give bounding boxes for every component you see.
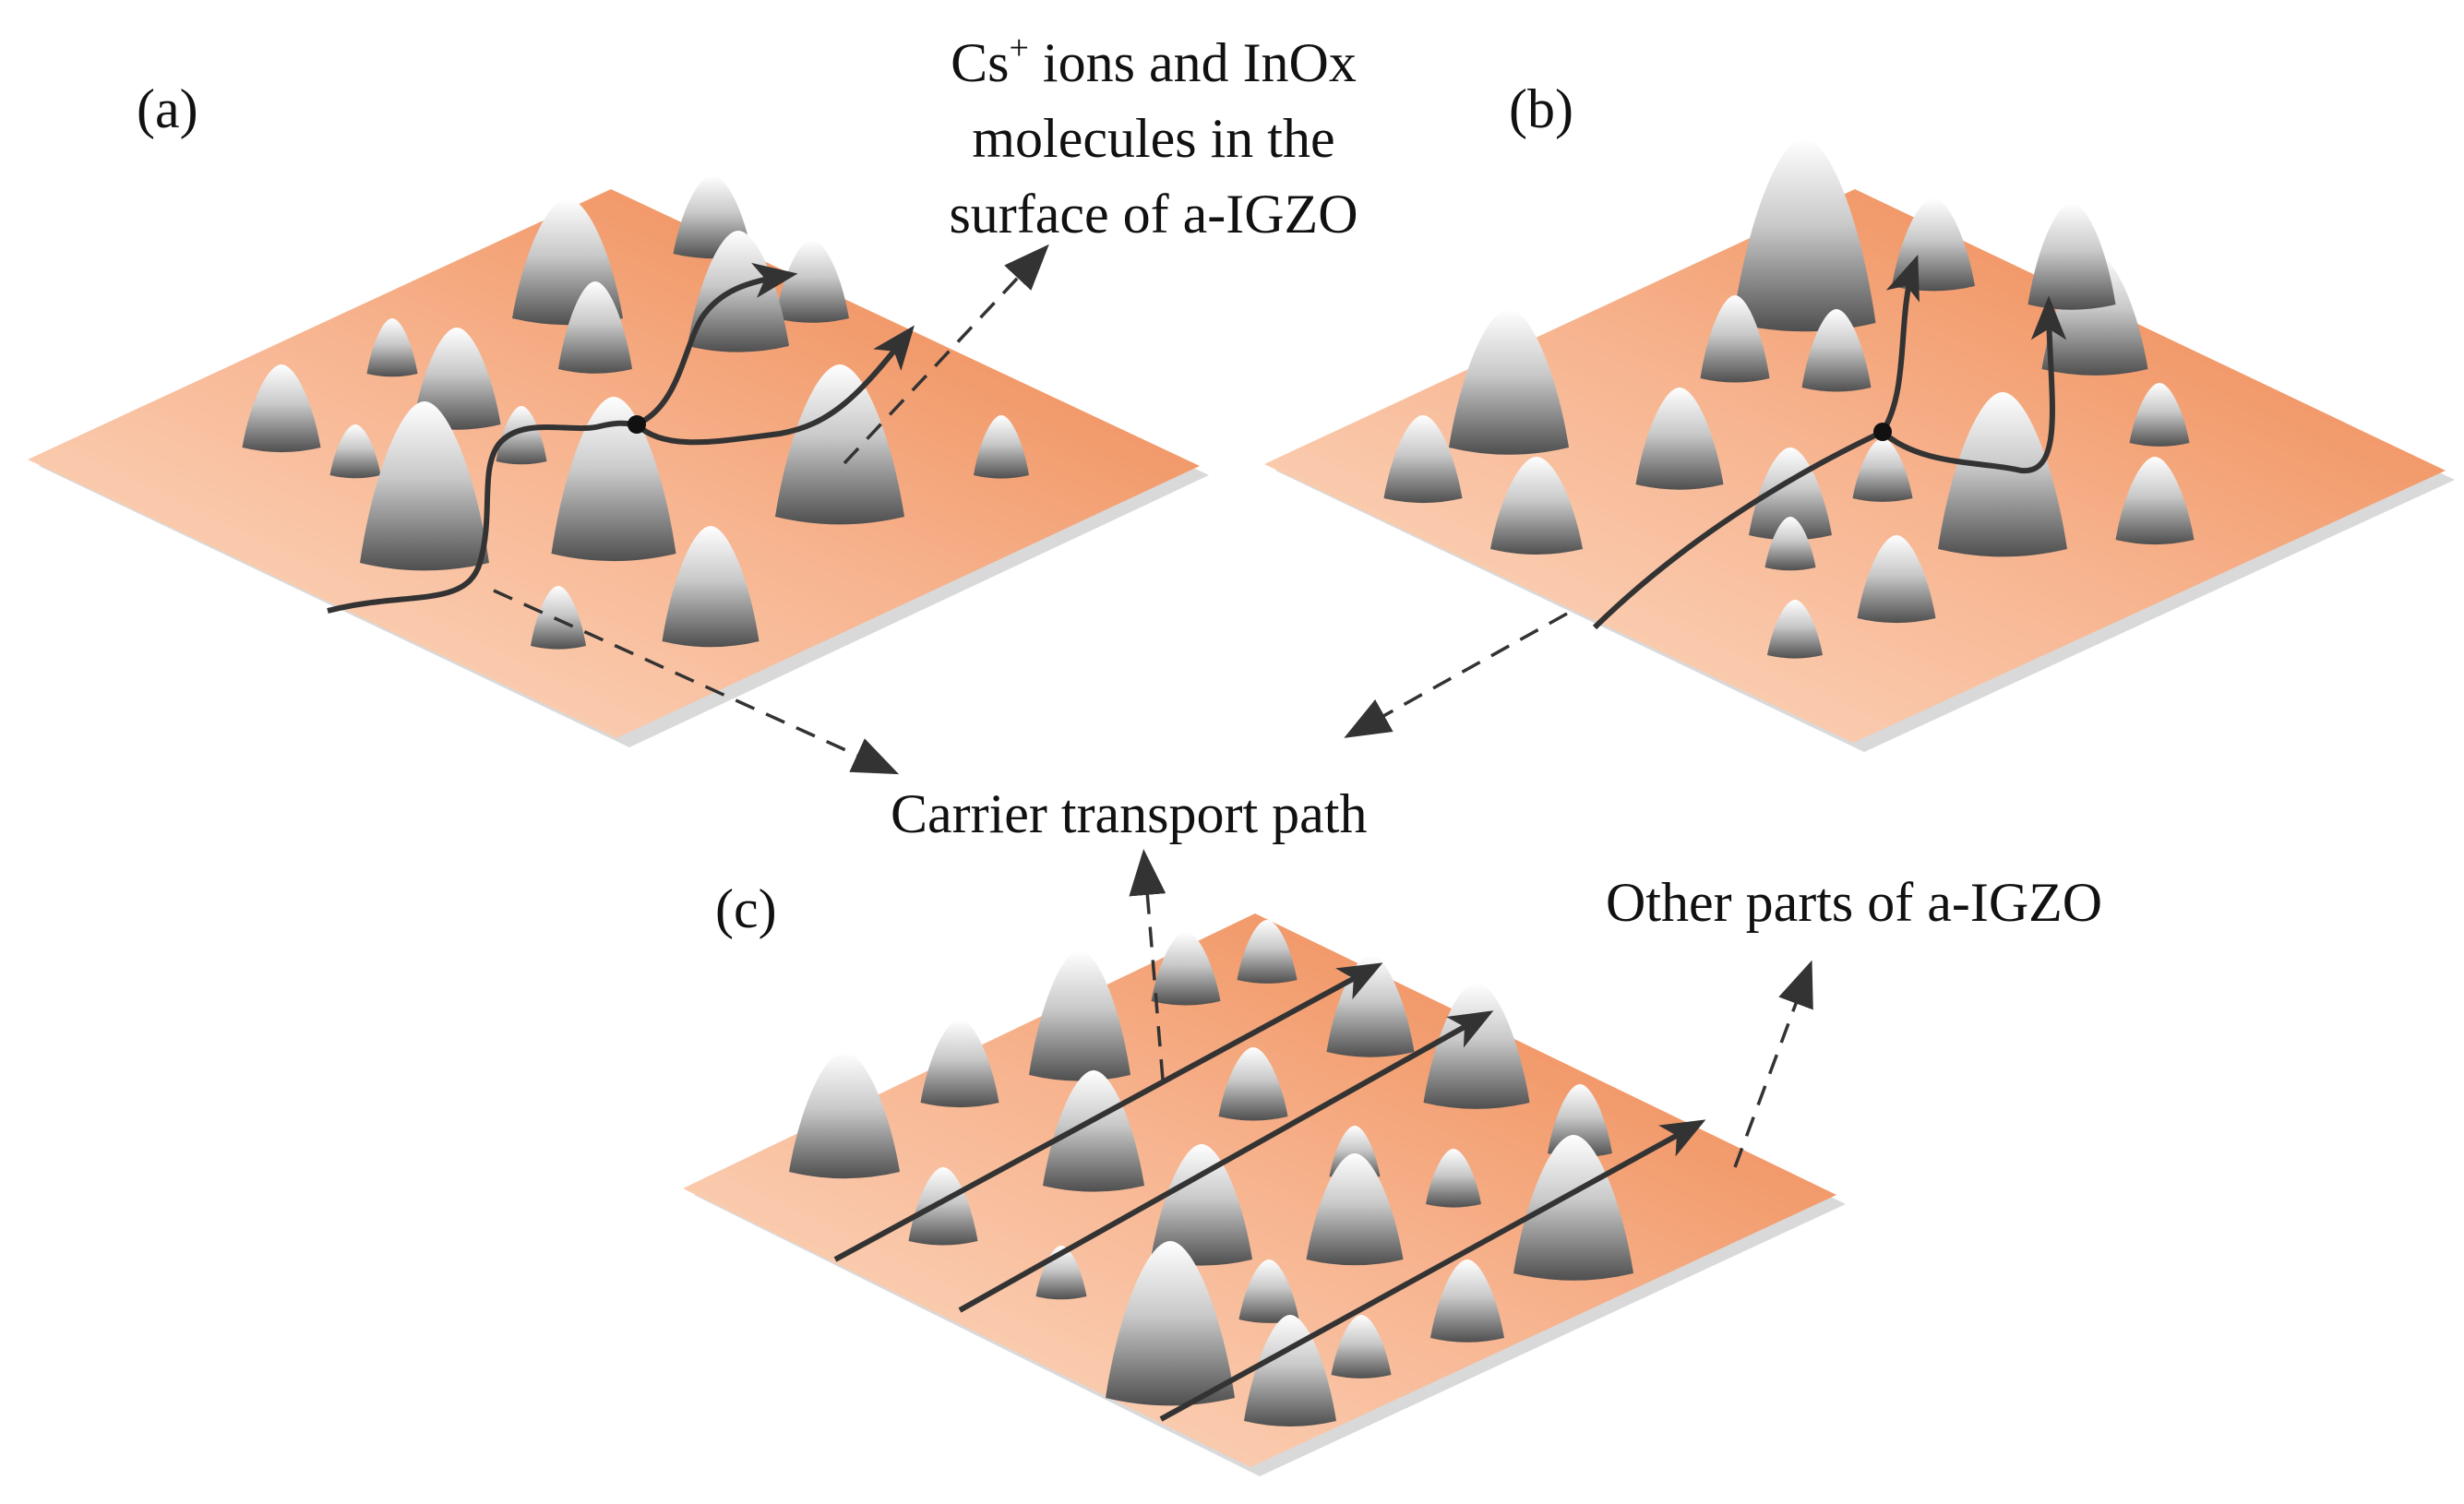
cone-shape <box>329 424 381 479</box>
panel-a-transport-branch-lower <box>634 325 915 446</box>
cone-shape <box>775 240 849 323</box>
callout-arrows <box>493 244 1813 1168</box>
panel-c-label: (c) <box>715 878 777 939</box>
panel-b-transport-branch-upper <box>1880 254 1920 434</box>
cone-shape <box>1043 1070 1144 1192</box>
cone-shape <box>1029 950 1130 1081</box>
cone-shape <box>1383 415 1463 504</box>
cs-ions-label-line3: surface of a-IGZO <box>949 184 1358 245</box>
cone-shape <box>1151 1144 1252 1266</box>
cone-shape <box>1426 1149 1481 1208</box>
cone-shape <box>242 364 321 453</box>
cone-shape <box>1732 138 1876 332</box>
cone-shape <box>1490 457 1583 555</box>
cone-shape <box>1449 309 1569 455</box>
cone-shape <box>1331 1315 1392 1379</box>
cone-shape <box>1801 309 1872 392</box>
panel-a-transport-branch-upper <box>635 262 798 427</box>
cone-shape <box>413 328 501 430</box>
arrow-a-to-carrier <box>493 589 900 775</box>
arrow-c-to-other <box>1733 960 1813 1168</box>
cone-shape <box>1423 983 1530 1109</box>
panel-b-surface <box>1264 138 2455 752</box>
carrier-transport-label: Carrier transport path <box>891 783 1367 844</box>
cone-shape <box>1237 920 1298 984</box>
cone-shape <box>1218 1047 1288 1121</box>
cs-ions-label-line1: Cs+ ions and InOx <box>951 29 1357 93</box>
panel-c-path-3 <box>1159 1119 1706 1422</box>
cone-shape <box>662 526 760 648</box>
panel-b-transport-path <box>1592 429 1884 630</box>
panel-b-label: (b) <box>1509 78 1573 139</box>
panel-c-path-2 <box>958 1010 1494 1313</box>
cone-shape <box>1767 600 1823 659</box>
cone-shape <box>1106 1241 1235 1406</box>
other-parts-label: Other parts of a-IGZO <box>1606 872 2102 933</box>
panel-a-transport-path <box>327 420 638 614</box>
cone-shape <box>1244 1315 1336 1426</box>
cs-ions-label-line2: molecules in the <box>972 108 1334 169</box>
cone-shape <box>775 364 904 525</box>
cone-shape <box>1430 1259 1504 1343</box>
panel-c-path-1 <box>833 962 1383 1262</box>
arrow-c-to-carrier <box>1129 849 1166 1080</box>
cone-shape <box>2027 203 2116 310</box>
cone-shape <box>1852 438 1913 502</box>
cone-shape <box>1635 388 1724 490</box>
cone-shape <box>531 586 586 650</box>
panel-a-surface <box>28 175 1209 747</box>
cone-shape <box>366 318 418 377</box>
cone-shape <box>1938 392 2067 557</box>
cone-shape <box>1306 1153 1404 1266</box>
cone-shape <box>1857 535 1936 624</box>
panel-c-surface <box>683 913 1846 1476</box>
panel-a-label: (a) <box>137 78 198 139</box>
panel-b-cones <box>1383 138 2195 659</box>
cone-shape <box>789 1052 900 1179</box>
panel-b-junction-dot <box>1873 423 1892 441</box>
arrow-to-cs-label <box>843 244 1049 465</box>
cone-shape <box>551 397 676 562</box>
panel-a-cones <box>242 175 1029 650</box>
cone-shape <box>2115 457 2195 545</box>
cone-shape <box>558 281 632 374</box>
cone-shape <box>908 1167 978 1246</box>
cone-shape <box>360 401 489 571</box>
cone-shape <box>2129 383 2190 447</box>
panel-b-transport-branch-lower <box>1880 295 2067 474</box>
cone-shape <box>1700 295 1770 383</box>
panel-a-junction-dot <box>628 415 646 434</box>
cone-shape <box>1513 1135 1633 1281</box>
cone-shape <box>920 1020 999 1108</box>
arrow-b-to-carrier <box>1344 612 1568 738</box>
cone-shape <box>974 415 1029 479</box>
cone-shape <box>688 231 789 352</box>
cone-shape <box>1151 932 1221 1006</box>
cone-shape <box>1892 198 1975 292</box>
panel-c-cones <box>789 920 1633 1426</box>
cone-shape <box>1764 517 1816 571</box>
cone-shape <box>496 406 547 465</box>
cone-shape <box>1238 1259 1299 1323</box>
